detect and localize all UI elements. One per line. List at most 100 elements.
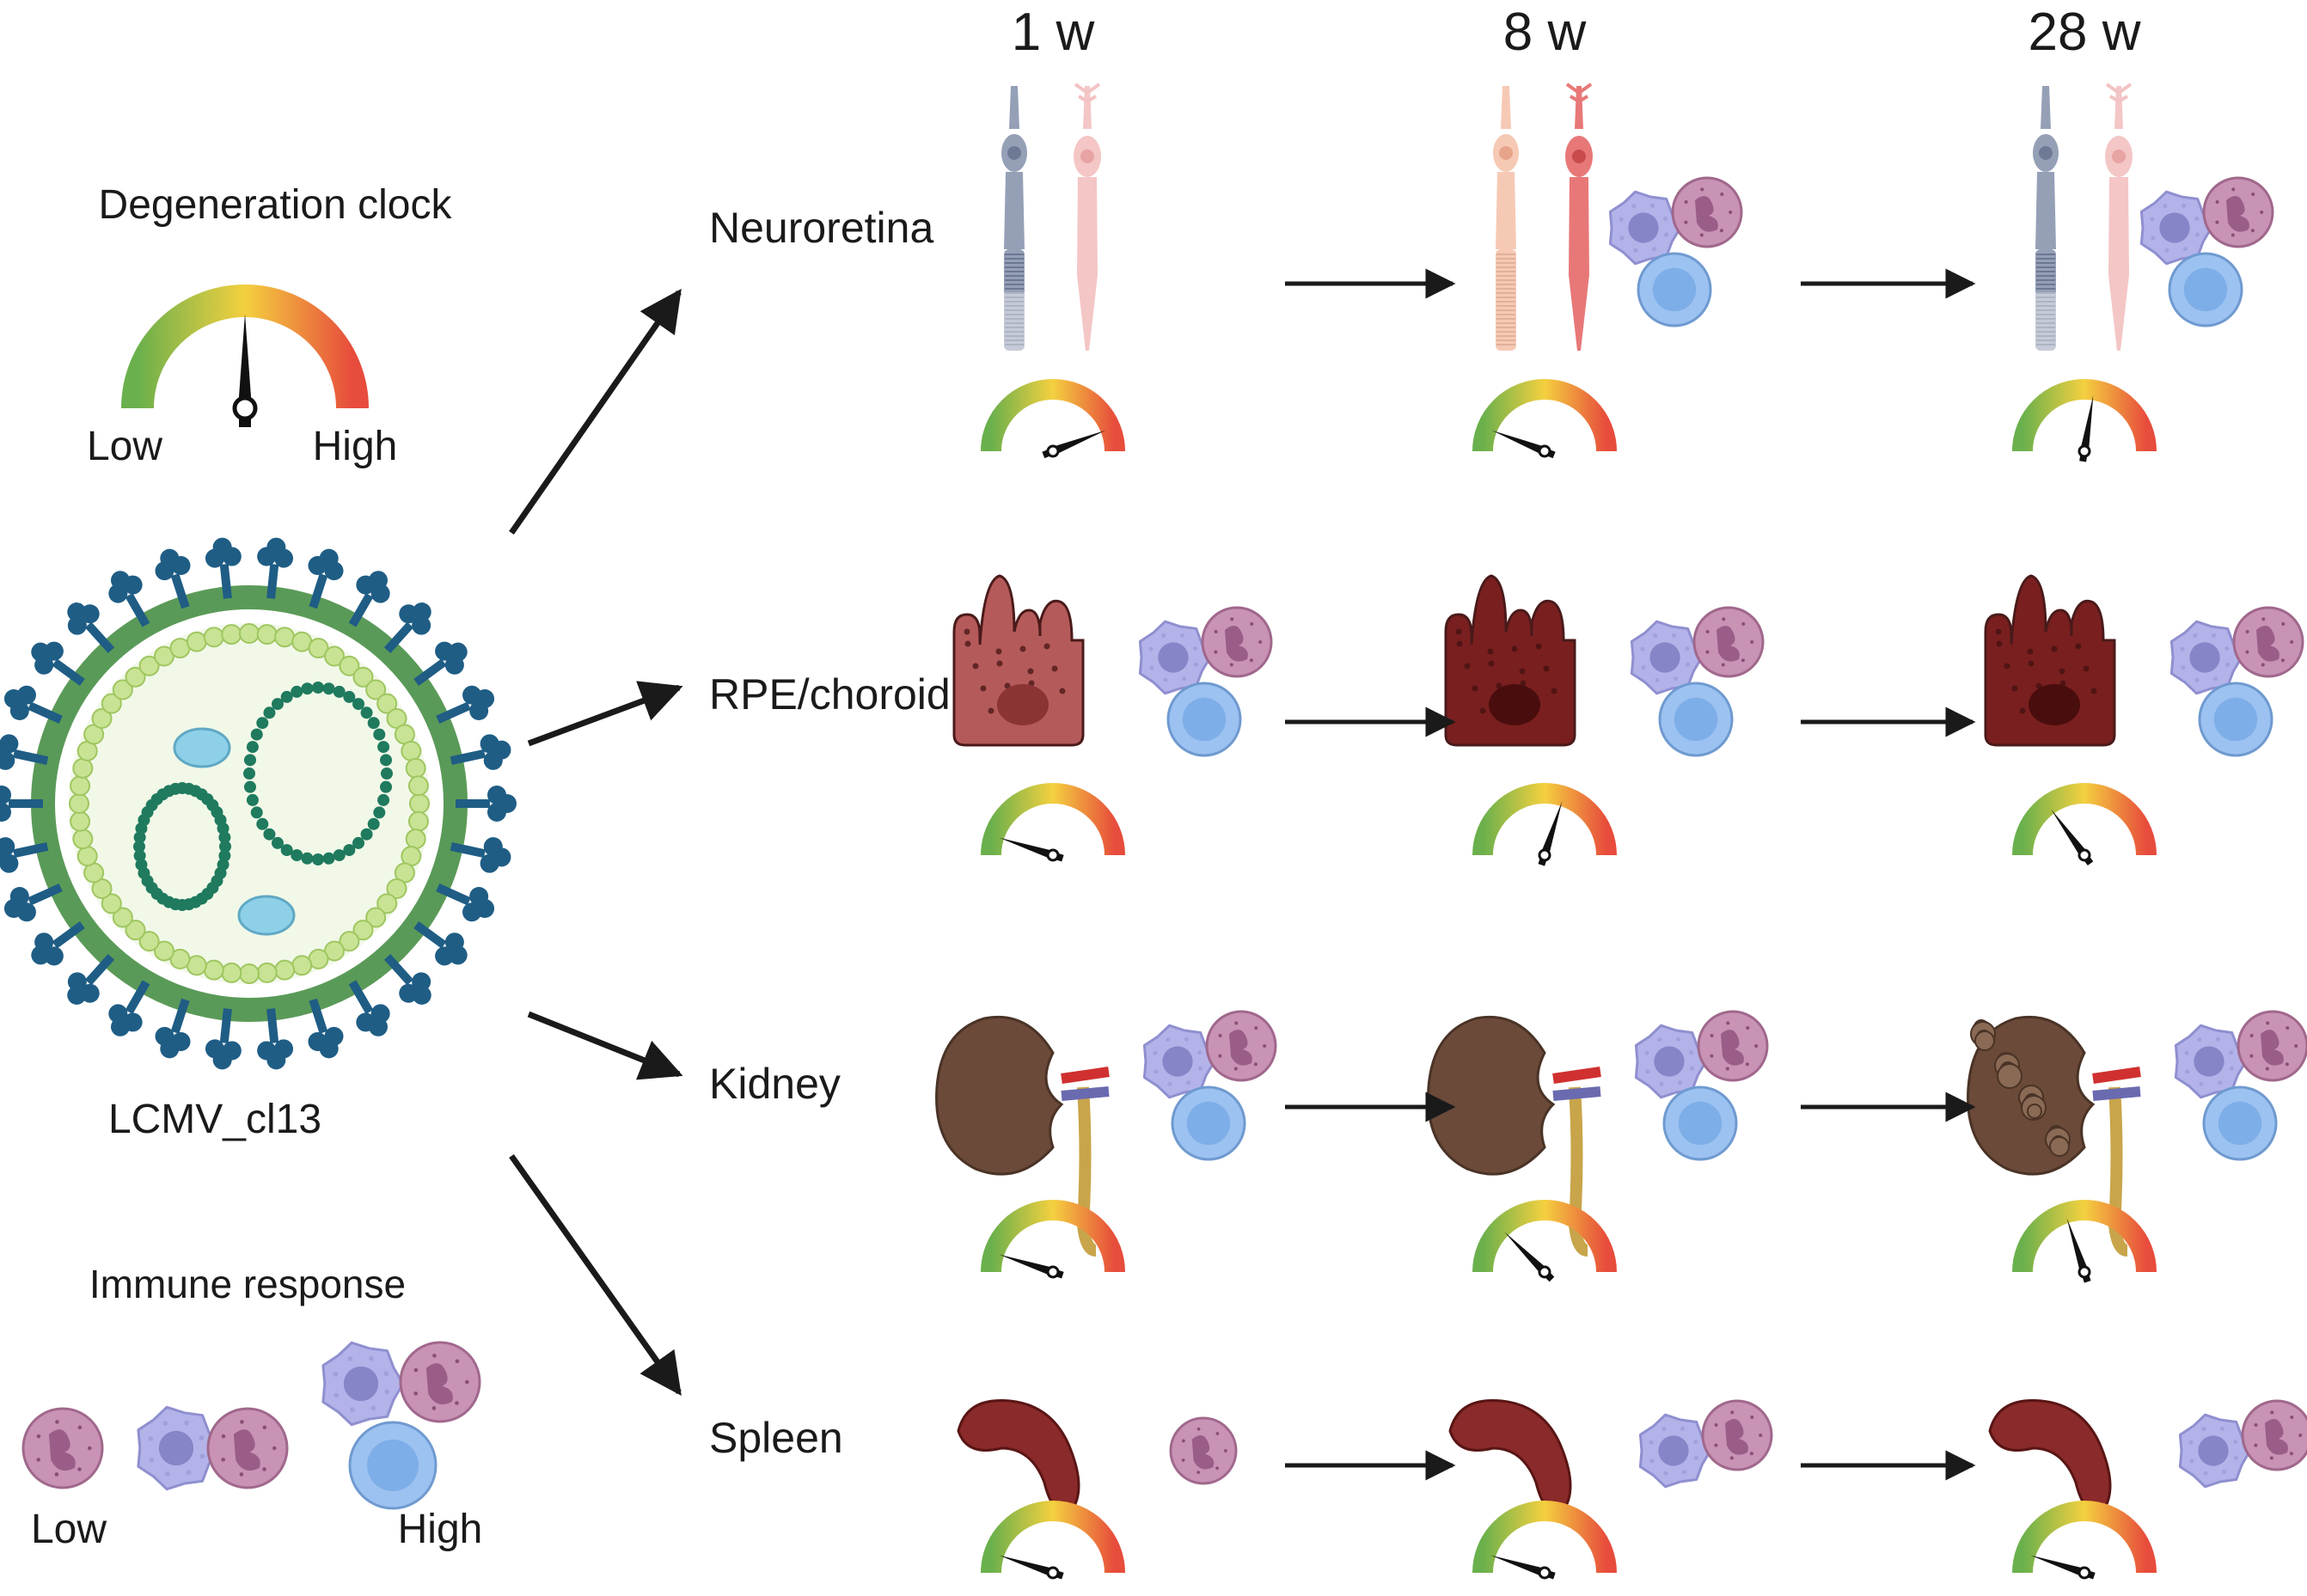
legend-macrophage-2 xyxy=(321,1341,405,1427)
arrow-to-kidney xyxy=(527,1011,683,1080)
lymphocyte-cell xyxy=(2198,682,2273,757)
neutrophil-cell xyxy=(1692,606,1765,678)
spleen-1w xyxy=(957,1398,1238,1580)
cone-cell xyxy=(1565,83,1593,351)
photoreceptor-pair xyxy=(2030,83,2133,352)
photoreceptor-pair xyxy=(999,83,1101,352)
degeneration-gauge xyxy=(981,1200,1125,1279)
lymphocyte-cell xyxy=(1166,682,1242,757)
legend-neutrophil-3 xyxy=(399,1341,481,1423)
macrophage-cell xyxy=(1142,1024,1216,1099)
immune-cluster xyxy=(1142,1010,1277,1161)
lymphocyte-cell xyxy=(2168,252,2243,327)
degeneration-gauge xyxy=(1472,783,1617,866)
glycoprotein-spike xyxy=(31,641,85,686)
glycoprotein-spike xyxy=(155,548,191,609)
legend-lymphocyte xyxy=(348,1421,438,1510)
spleen-28w xyxy=(1988,1398,2307,1580)
kidney-28w xyxy=(1967,1010,2307,1283)
kidney-organ xyxy=(1967,1015,2141,1257)
lymphocyte-cell xyxy=(1658,682,1734,757)
timepoint-1w: 1 w xyxy=(1012,3,1095,62)
infection-arrows xyxy=(509,288,683,1396)
arrow-to-spleen xyxy=(509,1153,682,1396)
glycoprotein-spike xyxy=(450,734,511,770)
spleen-organ xyxy=(1988,1398,2112,1515)
macrophage-cell xyxy=(1638,1413,1712,1489)
rod-cell xyxy=(2033,86,2059,351)
rpe-cell xyxy=(1984,574,2116,747)
rpe-cell xyxy=(952,574,1085,747)
glycoprotein-spike xyxy=(0,786,43,822)
clock-legend-low: Low xyxy=(87,424,162,469)
glycoprotein-spike xyxy=(413,641,468,686)
neuroretina-1w xyxy=(981,83,1125,459)
glycoprotein-spike xyxy=(108,571,150,627)
degeneration-gauge xyxy=(981,379,1125,459)
immune-legend-high: High xyxy=(398,1507,483,1552)
timepoint-28w: 28 w xyxy=(2029,3,2141,62)
glycoprotein-spike xyxy=(31,921,85,966)
immune-legend-cells xyxy=(21,1341,481,1510)
degeneration-gauge xyxy=(1472,379,1617,459)
glycoprotein-spike xyxy=(0,837,49,873)
tissue-label-spleen: Spleen xyxy=(709,1414,843,1462)
cone-cell xyxy=(1074,83,1101,351)
glycoprotein-spike xyxy=(383,602,431,653)
glycoprotein-spike xyxy=(308,998,344,1059)
macrophage-cell xyxy=(2178,1413,2252,1489)
glycoprotein-spike xyxy=(436,884,495,922)
degeneration-gauge xyxy=(981,783,1125,862)
macrophage-cell xyxy=(2139,190,2213,266)
kidney-8w xyxy=(1427,1010,1769,1282)
glycoprotein-spike xyxy=(456,786,517,822)
degeneration-gauge xyxy=(2012,1501,2157,1580)
rod-cell xyxy=(1493,86,1519,351)
immune-legend-title: Immune response xyxy=(89,1262,406,1306)
legend-neutrophil-2 xyxy=(206,1407,289,1489)
neutrophil-cell xyxy=(1697,1010,1769,1082)
glycoprotein-spike xyxy=(0,734,49,770)
immune-cluster xyxy=(2178,1399,2307,1489)
neuroretina-28w xyxy=(2012,83,2274,462)
glycoprotein-spike xyxy=(383,954,431,1005)
neutrophil-cell xyxy=(1205,1010,1277,1082)
glycoprotein-spike xyxy=(413,921,468,966)
immune-cluster xyxy=(2139,176,2274,327)
clock-legend-gauge xyxy=(121,284,369,427)
neutrophil-cell xyxy=(2237,1010,2307,1082)
degeneration-gauge xyxy=(2012,783,2157,866)
neutrophil-cell xyxy=(1201,606,1273,678)
degeneration-gauge xyxy=(981,1501,1125,1580)
timepoint-8w: 8 w xyxy=(1503,3,1587,62)
neutrophil-cell xyxy=(2232,606,2304,678)
glycoprotein-spike xyxy=(308,548,344,609)
immune-cluster xyxy=(1638,1399,1773,1489)
rpe-8w xyxy=(1444,574,1765,866)
immune-legend-low: Low xyxy=(31,1507,107,1552)
legend-macrophage xyxy=(137,1405,220,1491)
rpe-cell xyxy=(1444,574,1576,747)
cone-cell xyxy=(2105,83,2133,351)
glycoprotein-spike xyxy=(205,1008,242,1070)
lymphocyte-cell xyxy=(2202,1085,2278,1161)
immune-neutrophil xyxy=(1169,1416,1238,1485)
macrophage-cell xyxy=(1608,190,1682,266)
immune-cluster xyxy=(1608,176,1743,327)
neutrophil-cell xyxy=(2241,1399,2307,1471)
glycoprotein-spike xyxy=(3,685,63,724)
neutrophil-cell xyxy=(1701,1399,1773,1471)
degeneration-gauge xyxy=(2012,1200,2157,1283)
macrophage-cell xyxy=(2174,1024,2248,1099)
lymphocyte-cell xyxy=(1171,1085,1246,1161)
tissue-label-rpe: RPE/choroid xyxy=(709,670,951,719)
neutrophil-cell xyxy=(1671,176,1743,248)
glycoprotein-spike xyxy=(257,537,294,599)
glycoprotein-spike xyxy=(67,954,115,1005)
immune-cluster xyxy=(2169,606,2304,757)
spleen-8w xyxy=(1448,1398,1773,1580)
clock-legend-high: High xyxy=(313,424,398,469)
glycoprotein-spike xyxy=(348,571,390,627)
glycoprotein-spike xyxy=(257,1008,294,1070)
